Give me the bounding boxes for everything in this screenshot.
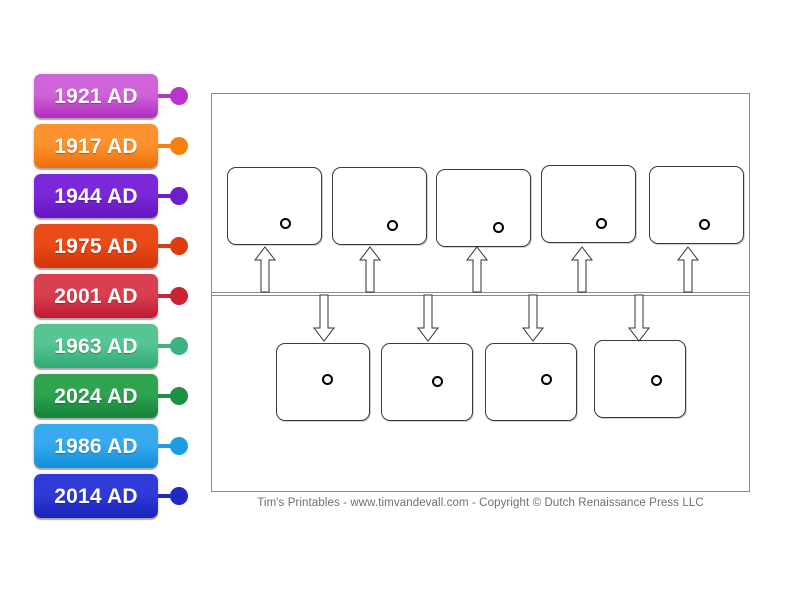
connector-dot-icon[interactable]: [170, 437, 188, 455]
arrow-up-icon: [465, 246, 489, 293]
arrow-up-icon: [676, 246, 700, 293]
date-label-pill[interactable]: 2014 AD: [34, 474, 158, 518]
timeline-drop-box-top[interactable]: [332, 167, 427, 245]
drop-target-dot-icon: [322, 374, 333, 385]
arrow-up-icon: [253, 246, 277, 293]
drop-target-dot-icon: [280, 218, 291, 229]
date-label-pill[interactable]: 1975 AD: [34, 224, 158, 268]
connector-stem: [158, 344, 174, 348]
date-label-row: 1917 AD: [34, 124, 194, 170]
date-label-row: 1975 AD: [34, 224, 194, 270]
date-label-text: 1917 AD: [54, 134, 138, 158]
connector-stem: [158, 444, 174, 448]
drop-target-dot-icon: [541, 374, 552, 385]
connector-stem: [158, 244, 174, 248]
date-label-row: 1986 AD: [34, 424, 194, 470]
worksheet-canvas: [212, 94, 749, 491]
timeline-drop-box-bottom[interactable]: [594, 340, 686, 418]
arrow-up-icon: [570, 246, 594, 293]
date-label-text: 2024 AD: [54, 384, 138, 408]
connector-dot-icon[interactable]: [170, 387, 188, 405]
arrow-down-icon: [416, 294, 440, 342]
date-label-pill[interactable]: 1944 AD: [34, 174, 158, 218]
date-label-pill[interactable]: 1986 AD: [34, 424, 158, 468]
timeline-drop-box-bottom[interactable]: [276, 343, 370, 421]
copyright-credit: Tim's Printables - www.timvandevall.com …: [257, 497, 704, 509]
date-label-pill[interactable]: 2024 AD: [34, 374, 158, 418]
date-label-text: 1986 AD: [54, 434, 138, 458]
arrow-down-icon: [521, 294, 545, 342]
connector-stem: [158, 294, 174, 298]
timeline-axis-line-lower: [212, 295, 749, 296]
date-label-row: 1963 AD: [34, 324, 194, 370]
drop-target-dot-icon: [493, 222, 504, 233]
connector-dot-icon[interactable]: [170, 187, 188, 205]
connector-stem: [158, 194, 174, 198]
date-labels-panel: 1921 AD 1917 AD 1944 AD 1975 AD 2001 AD 1963 …: [34, 74, 194, 524]
date-label-pill[interactable]: 2001 AD: [34, 274, 158, 318]
connector-dot-icon[interactable]: [170, 237, 188, 255]
connector-dot-icon[interactable]: [170, 287, 188, 305]
drop-target-dot-icon: [432, 376, 443, 387]
arrow-down-icon: [627, 294, 651, 342]
connector-stem: [158, 494, 174, 498]
timeline-drop-box-bottom[interactable]: [485, 343, 577, 421]
date-label-pill[interactable]: 1921 AD: [34, 74, 158, 118]
arrow-down-icon: [312, 294, 336, 342]
timeline-drop-box-bottom[interactable]: [381, 343, 473, 421]
date-label-row: 2001 AD: [34, 274, 194, 320]
date-label-text: 2001 AD: [54, 284, 138, 308]
drop-target-dot-icon: [596, 218, 607, 229]
drop-target-dot-icon: [387, 220, 398, 231]
date-label-row: 2014 AD: [34, 474, 194, 520]
date-label-pill[interactable]: 1963 AD: [34, 324, 158, 368]
timeline-drop-box-top[interactable]: [436, 169, 531, 247]
date-label-text: 1944 AD: [54, 184, 138, 208]
connector-dot-icon[interactable]: [170, 487, 188, 505]
date-label-text: 1921 AD: [54, 84, 138, 108]
timeline-drop-box-top[interactable]: [649, 166, 744, 244]
timeline-drop-box-top[interactable]: [227, 167, 322, 245]
arrow-up-icon: [358, 246, 382, 293]
timeline-drop-box-top[interactable]: [541, 165, 636, 243]
date-label-text: 2014 AD: [54, 484, 138, 508]
date-label-row: 2024 AD: [34, 374, 194, 420]
date-label-row: 1944 AD: [34, 174, 194, 220]
connector-dot-icon[interactable]: [170, 337, 188, 355]
timeline-worksheet-panel: [211, 93, 750, 492]
date-label-row: 1921 AD: [34, 74, 194, 120]
date-label-pill[interactable]: 1917 AD: [34, 124, 158, 168]
drop-target-dot-icon: [699, 219, 710, 230]
date-label-text: 1975 AD: [54, 234, 138, 258]
date-label-text: 1963 AD: [54, 334, 138, 358]
connector-stem: [158, 144, 174, 148]
connector-dot-icon[interactable]: [170, 87, 188, 105]
connector-stem: [158, 94, 174, 98]
connector-dot-icon[interactable]: [170, 137, 188, 155]
drop-target-dot-icon: [651, 375, 662, 386]
connector-stem: [158, 394, 174, 398]
